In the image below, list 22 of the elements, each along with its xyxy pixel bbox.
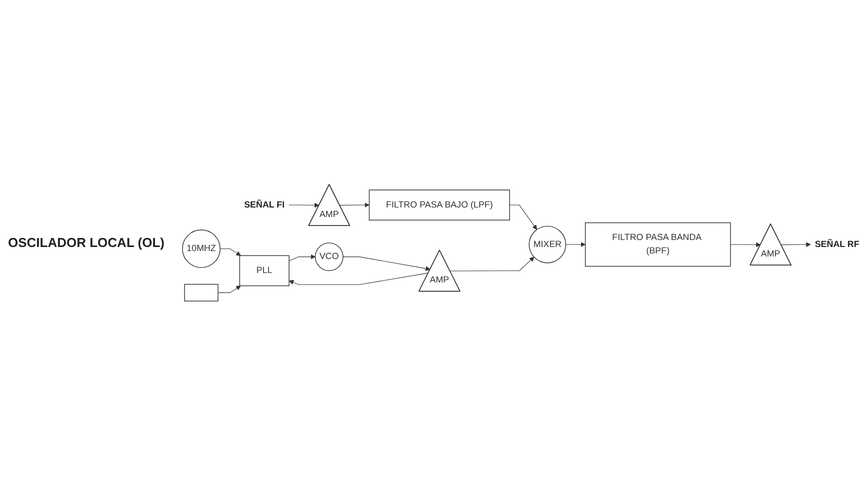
- node-box: FILTRO PASA BANDA (BPF): [584, 222, 731, 266]
- node-circle: MIXER: [528, 226, 566, 263]
- arrow: [509, 204, 538, 230]
- node-box: [184, 284, 218, 302]
- arrow: [566, 242, 586, 247]
- arrow: [730, 242, 761, 247]
- node-box: PLL: [239, 255, 290, 286]
- node-circle: 10MHZ: [182, 229, 220, 268]
- node-circle: VCO: [314, 242, 344, 271]
- node-text: SEÑAL FI: [244, 200, 285, 210]
- arrow: [288, 202, 320, 208]
- arrow: [339, 202, 370, 208]
- node-box: FILTRO PASA BAJO (LPF): [368, 189, 510, 220]
- arrow: [342, 256, 430, 271]
- bracket-label: OSCILADOR LOCAL (OL): [8, 235, 166, 250]
- node-text: SEÑAL RF: [814, 239, 860, 249]
- arrow: [450, 256, 534, 271]
- arrow: [780, 242, 811, 247]
- arrow: [288, 254, 316, 261]
- arrow: [288, 272, 429, 285]
- arrow: [220, 248, 241, 256]
- arrow: [218, 285, 241, 293]
